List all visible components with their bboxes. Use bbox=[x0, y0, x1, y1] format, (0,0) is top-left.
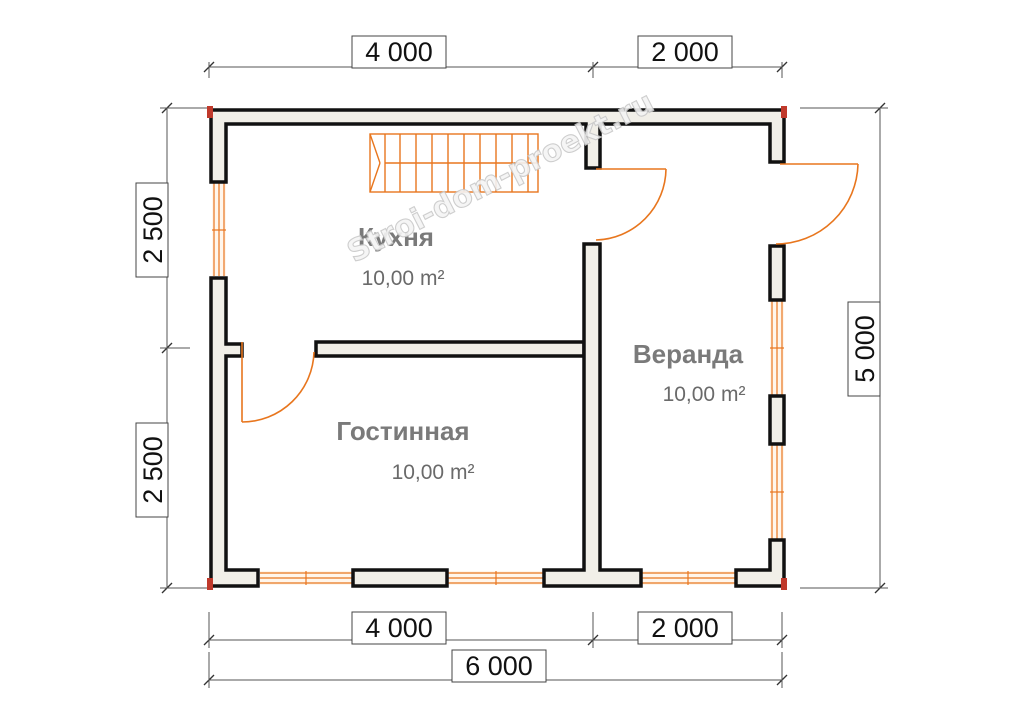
door-living bbox=[241, 342, 315, 423]
dim-left-lower: 2 500 bbox=[138, 436, 168, 504]
dim-right-total: 5 000 bbox=[850, 315, 880, 383]
door-kitchen bbox=[595, 168, 667, 241]
room-kitchen-name: Кухня bbox=[358, 222, 434, 252]
room-labels: Кухня 10,00 m² Веранда 10,00 m² Гостинна… bbox=[336, 222, 745, 484]
corner-markers bbox=[207, 106, 787, 590]
room-veranda-area: 10,00 m² bbox=[663, 383, 746, 406]
windows bbox=[212, 183, 784, 585]
room-kitchen-area: 10,00 m² bbox=[362, 267, 445, 290]
staircase bbox=[369, 133, 539, 193]
walls bbox=[209, 108, 786, 588]
dim-bottom-right: 2 000 bbox=[651, 613, 719, 643]
room-veranda-name: Веранда bbox=[633, 339, 744, 369]
dim-top-right: 2 000 bbox=[651, 37, 719, 67]
dim-bottom-left: 4 000 bbox=[365, 613, 433, 643]
door-veranda bbox=[775, 163, 859, 245]
dimension-labels: 4 000 2 000 4 000 2 000 6 000 2 500 2 50… bbox=[135, 35, 881, 683]
dim-left-upper: 2 500 bbox=[138, 196, 168, 264]
dim-top-left: 4 000 bbox=[365, 37, 433, 67]
dim-bottom-total: 6 000 bbox=[465, 651, 533, 681]
room-living-area: 10,00 m² bbox=[392, 461, 475, 484]
doors bbox=[241, 163, 859, 423]
room-living-name: Гостинная bbox=[336, 416, 469, 446]
